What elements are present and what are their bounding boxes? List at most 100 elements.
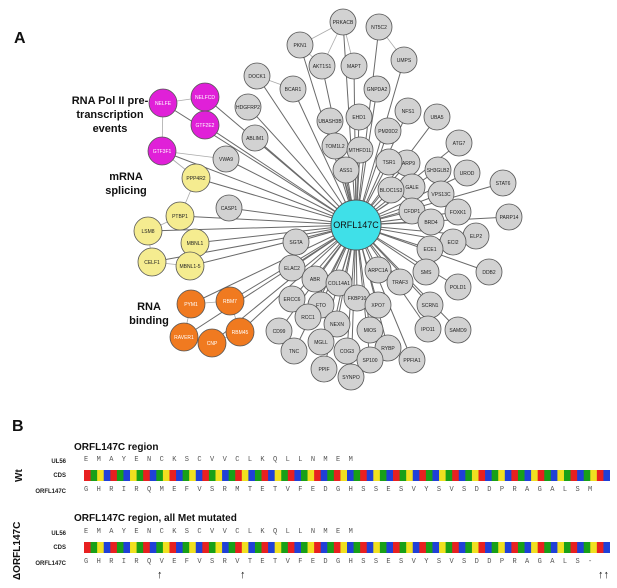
- cds-block: [537, 470, 545, 481]
- cds-block: [577, 542, 585, 553]
- cds-block: [550, 542, 558, 553]
- node-rbm7: RBM7: [215, 286, 245, 316]
- cds-block: [379, 542, 387, 553]
- cds-block: [189, 542, 197, 553]
- wt-orf-seq: G H R I R Q M E F V S R M T E T V F E D …: [84, 486, 595, 494]
- svg-text:SH3GLB2: SH3GLB2: [427, 168, 450, 174]
- svg-text:CASP1: CASP1: [221, 206, 238, 212]
- cds-block: [261, 470, 269, 481]
- cds-block: [254, 470, 262, 481]
- svg-text:NEXN: NEXN: [330, 322, 344, 328]
- cds-block: [90, 470, 98, 481]
- cds-block: [241, 470, 249, 481]
- svg-text:TRAF3: TRAF3: [392, 280, 408, 286]
- node-cog3: COG3: [333, 337, 361, 365]
- svg-text:STAT6: STAT6: [496, 181, 511, 187]
- cds-block: [439, 542, 447, 553]
- node-prkacb: PRKACB: [329, 8, 357, 36]
- svg-text:IPO11: IPO11: [421, 327, 435, 333]
- node-abr: ABR: [301, 265, 329, 293]
- node-foxk1: FOXK1: [444, 198, 472, 226]
- svg-text:AKT1S1: AKT1S1: [313, 64, 332, 70]
- svg-text:CD99: CD99: [273, 329, 286, 335]
- cds-block: [471, 542, 479, 553]
- node-ppp4r2: PPP4R2: [181, 163, 211, 193]
- node-parp14: PARP14: [495, 203, 523, 231]
- cds-block: [208, 470, 216, 481]
- svg-text:NT5C2: NT5C2: [371, 25, 387, 31]
- node-xpo7: XPO7: [364, 291, 392, 319]
- cds-block: [123, 470, 131, 481]
- node-elp2: ELP2: [462, 222, 490, 250]
- group-label-splicing: mRNA splicing: [105, 171, 147, 197]
- cds-block: [189, 470, 197, 481]
- cds-block: [471, 470, 479, 481]
- cds-block: [228, 470, 236, 481]
- mut-label: ΔORFL147C: [12, 521, 23, 580]
- cds-block: [314, 470, 322, 481]
- node-vps13c: VPS13C: [427, 180, 455, 208]
- panel-a-letter: A: [14, 30, 26, 47]
- svg-text:MIOS: MIOS: [364, 328, 377, 334]
- svg-text:RBM7: RBM7: [223, 299, 237, 305]
- cds-block: [531, 542, 539, 553]
- cds-block: [465, 470, 473, 481]
- svg-text:SGTA: SGTA: [289, 240, 303, 246]
- cds-block: [110, 470, 118, 481]
- cds-block: [524, 542, 532, 553]
- node-hdgfrp2: HDGFRP2: [234, 93, 262, 121]
- node-pym1: PYM1: [176, 289, 206, 319]
- svg-text:FKBP10: FKBP10: [348, 296, 367, 302]
- cds-block: [123, 542, 131, 553]
- svg-text:PM20D2: PM20D2: [378, 129, 398, 135]
- svg-text:RYBP: RYBP: [381, 346, 395, 352]
- svg-text:UROD: UROD: [460, 171, 475, 177]
- cds-block: [406, 542, 414, 553]
- svg-text:GALE: GALE: [405, 185, 419, 191]
- cds-block: [202, 470, 210, 481]
- group-label-pol2: RNA Pol II pre- transcription events: [71, 95, 149, 135]
- node-ubash3b: UBASH3B: [316, 107, 344, 135]
- node-dock1: DOCK1: [243, 62, 271, 90]
- svg-text:UMPS: UMPS: [397, 58, 412, 64]
- cds-block: [195, 542, 203, 553]
- node-ppif: PPIF: [310, 355, 338, 383]
- cds-block: [557, 470, 565, 481]
- mut-ul56-seq: E M A Y E N C K S C V V C L K Q L L N M …: [84, 528, 355, 536]
- cds-block: [393, 470, 401, 481]
- node-sp100: SP100: [356, 346, 384, 374]
- cds-block: [465, 542, 473, 553]
- cds-block: [379, 470, 387, 481]
- cds-block: [162, 542, 170, 553]
- svg-text:SP100: SP100: [362, 358, 377, 364]
- svg-text:BLOC1S3: BLOC1S3: [380, 188, 403, 194]
- svg-text:UBA5: UBA5: [430, 115, 443, 121]
- cds-block: [182, 470, 190, 481]
- node-sgta: SGTA: [282, 228, 310, 256]
- mut-ul56-label: UL56: [51, 531, 66, 537]
- cds-block: [563, 470, 571, 481]
- cds-block: [261, 542, 269, 553]
- wt-title: ORFL147C region: [74, 442, 159, 453]
- svg-text:ELP2: ELP2: [470, 234, 482, 240]
- svg-text:RAVER1: RAVER1: [174, 335, 194, 341]
- cds-block: [445, 470, 453, 481]
- svg-text:CFDP1: CFDP1: [404, 209, 421, 215]
- svg-text:ARPC1A: ARPC1A: [368, 268, 389, 274]
- cds-block: [116, 542, 124, 553]
- svg-text:ABLIM1: ABLIM1: [246, 136, 264, 142]
- panel-b-letter: B: [12, 418, 24, 435]
- wt-label: Wt: [14, 469, 25, 482]
- cds-block: [215, 470, 223, 481]
- cds-block: [281, 542, 289, 553]
- cds-block: [478, 542, 486, 553]
- svg-text:ELAC2: ELAC2: [284, 266, 300, 272]
- cds-block: [182, 542, 190, 553]
- svg-text:BRD4: BRD4: [424, 220, 438, 226]
- node-mapt: MAPT: [340, 52, 368, 80]
- cds-block: [563, 542, 571, 553]
- cds-block: [445, 542, 453, 553]
- cds-block: [97, 470, 105, 481]
- cds-block: [241, 542, 249, 553]
